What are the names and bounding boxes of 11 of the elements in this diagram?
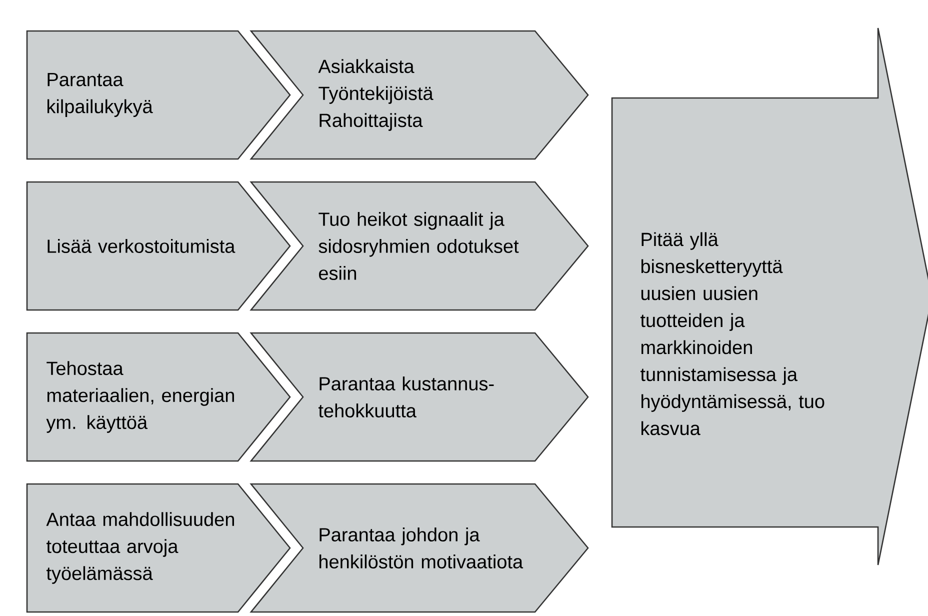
arrow-box: Pitää yllä bisnesketteryyttä uusien uusien tuotteiden ja markkinoiden tunnistamisessa ja hyödyntämisessä, tuo kasvua	[611, 27, 928, 566]
chevron-box: Tehostaa materiaalien, energian ym. käyttöä	[26, 332, 291, 462]
node-label: Antaa mahdollisuuden toteuttaa arvoja työelämässä	[46, 512, 234, 584]
chevron-box: Parantaa kustannus- tehokkuutta	[250, 332, 589, 462]
chevron-box: Antaa mahdollisuuden toteuttaa arvoja työelämässä	[26, 483, 291, 613]
chevron-box: Parantaa johdon ja henkilöstön motivaatiota	[250, 483, 589, 613]
node-label: Parantaa johdon ja henkilöstön motivaatiota	[320, 528, 524, 568]
chevron-box: Asiakkaista Työntekijöistä Rahoittajista	[250, 30, 589, 160]
chevron-box: Lisää verkostoitumista	[26, 181, 291, 311]
chevron-box: Parantaa kilpailukykyä	[26, 30, 291, 160]
chevron-box: Tuo heikot signaalit ja sidosryhmien odotukset esiin	[250, 181, 589, 311]
